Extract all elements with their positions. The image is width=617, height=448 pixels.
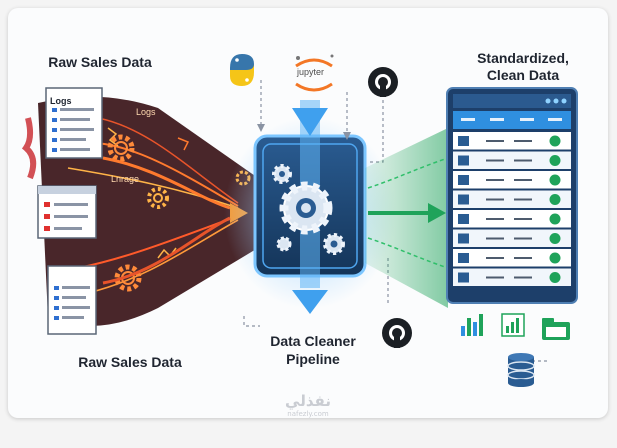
watermark-latin: nafezly.com [287, 410, 329, 418]
table-row [453, 249, 571, 267]
database-icon [507, 353, 535, 387]
image-stream-label: Lnrage [111, 174, 139, 184]
raw-gear-icon [147, 187, 169, 209]
clean-data-title-line1: Standardized, [477, 50, 569, 66]
clean-data-title-line2: Clean Data [486, 67, 560, 83]
pipeline-diagram: Logs Logs Lnrage jupyter [21, 54, 578, 387]
pipeline-title-line2: Pipeline [286, 351, 340, 367]
table-row [453, 229, 571, 247]
raw-sales-title-top: Raw Sales Data [48, 54, 152, 70]
table-row [453, 171, 571, 189]
pipeline-box [224, 100, 396, 314]
raw-sales-title-bottom: Raw Sales Data [78, 354, 182, 370]
clean-output-flow [365, 128, 449, 308]
mini-chart-icon [461, 314, 483, 336]
logs-stream-label: Logs [136, 107, 156, 117]
pipeline-title-line1: Data Cleaner [270, 333, 356, 349]
data-document [37, 185, 97, 239]
table-row [453, 132, 571, 150]
clean-table-rows [453, 132, 571, 286]
pipeline-gear-icon [323, 233, 345, 255]
pipeline-gear-icon [276, 236, 292, 252]
table-row [453, 190, 571, 208]
python-icon [230, 54, 254, 86]
log-document [47, 265, 97, 335]
jupyter-icon [295, 54, 334, 92]
folder-icon [542, 318, 570, 340]
infographic-card: Logs Logs Lnrage jupyter Raw Sales Data … [8, 8, 608, 418]
table-row [453, 151, 571, 169]
table-row [453, 268, 571, 286]
pipeline-gear-icon [279, 181, 333, 235]
raw-gear-icon [107, 134, 135, 162]
github-icon [382, 318, 412, 348]
doc-logs-label: Logs [50, 96, 72, 106]
watermark-arabic: نفذلي [285, 392, 331, 410]
table-row [453, 210, 571, 228]
mini-chart-icon [501, 313, 525, 337]
pipeline-gear-icon [272, 164, 292, 184]
jupyter-label: jupyter [296, 67, 324, 77]
github-icon [368, 67, 398, 97]
log-document [45, 87, 103, 159]
